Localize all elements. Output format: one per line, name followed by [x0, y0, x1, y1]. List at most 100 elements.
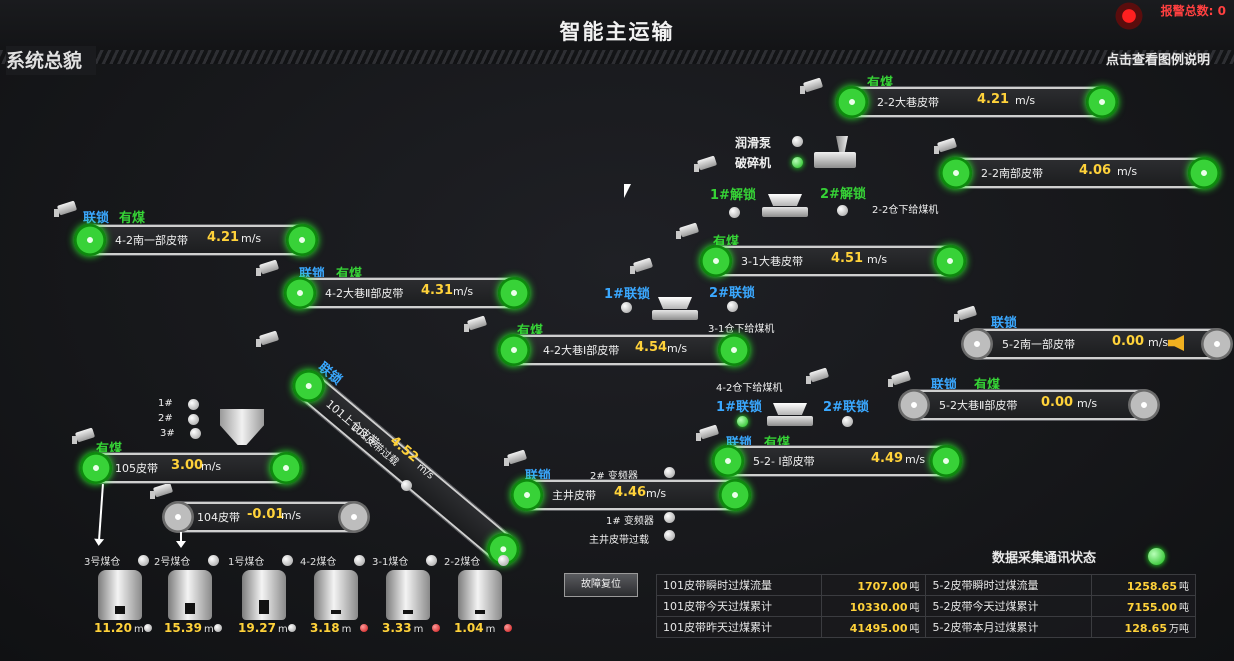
belt-main-shaft[interactable]: 主井皮带 4.46 m/s [511, 479, 751, 511]
silo-icon[interactable] [458, 570, 502, 620]
silo-indicator [208, 555, 219, 566]
page-title: 智能主运输 [559, 20, 675, 44]
silo-level [185, 603, 195, 614]
feeder-2-2-icon[interactable] [762, 194, 808, 220]
camera-icon[interactable] [934, 140, 956, 154]
silo-alarm-indicator [144, 624, 152, 632]
comm-status-label: 数据采集通讯状态 [992, 551, 1097, 566]
vfd-1-label: 1# 变频器 [606, 516, 654, 527]
crusher-icon[interactable] [814, 136, 856, 170]
belt-3-1-main[interactable]: 3-1大巷皮带 4.51 m/s [700, 245, 966, 277]
belt-speed: 4.51 [831, 251, 864, 266]
camera-icon[interactable] [256, 333, 278, 347]
roller-icon [162, 501, 194, 533]
silo-icon[interactable] [98, 570, 142, 620]
b101-overload-indicator [401, 480, 412, 491]
belt-5-2-main-2[interactable]: 5-2大巷Ⅱ部皮带 0.00 m/s [898, 389, 1160, 421]
interlock-label: 联锁 [83, 211, 110, 226]
camera-icon[interactable] [806, 370, 828, 384]
silo-alarm-indicator [214, 624, 222, 632]
silo-icon[interactable] [168, 570, 212, 620]
feeder-4-2-icon[interactable] [767, 403, 813, 429]
silo-indicator [282, 555, 293, 566]
mouse-cursor-icon [624, 184, 631, 198]
fault-reset-button[interactable]: 故障复位 [564, 573, 638, 597]
roller-icon [898, 389, 930, 421]
belt-speed: 4.21 [977, 92, 1010, 107]
belt-speed: 4.46 [614, 485, 647, 500]
silo-icon[interactable] [386, 570, 430, 620]
flow-arrow [98, 483, 104, 541]
stat-label: 101皮带昨天过煤累计 [655, 616, 823, 638]
belt-5-2-south[interactable]: 5-2南一部皮带 0.00 m/s [961, 328, 1233, 360]
silo-level [115, 606, 125, 614]
roller-icon [934, 245, 966, 277]
silo-alarm-indicator [288, 624, 296, 632]
camera-icon[interactable] [504, 452, 526, 466]
camera-icon[interactable] [630, 260, 652, 274]
roller-icon [80, 452, 112, 484]
roller-icon [270, 452, 302, 484]
belt-speed: 0.00 [1112, 334, 1145, 349]
belt-4-2-main-2[interactable]: 4-2大巷Ⅱ部皮带 4.31 m/s [284, 277, 530, 309]
legend-link[interactable]: 点击查看图例说明 [1105, 53, 1210, 68]
camera-icon[interactable] [72, 430, 94, 444]
roller-icon [930, 445, 962, 477]
roller-icon [284, 277, 316, 309]
belt-101[interactable]: 101上仓皮带 [286, 363, 526, 572]
belt-5-2-1[interactable]: 5-2- Ⅰ部皮带 4.49 m/s [712, 445, 962, 477]
hopper-icon[interactable] [220, 409, 264, 445]
silo-name: 4-2煤仓 [300, 557, 337, 568]
roller-icon [498, 334, 530, 366]
roller-icon [700, 245, 732, 277]
camera-icon[interactable] [256, 262, 278, 276]
crusher-label: 破碎机 [735, 156, 772, 170]
silo-level [259, 600, 269, 614]
stat-label: 5-2皮带本月过煤累计 [925, 616, 1092, 638]
feeder-3-1-icon[interactable] [652, 297, 698, 323]
silo-indicator [426, 555, 437, 566]
camera-icon[interactable] [954, 308, 976, 322]
vfd-1-indicator [664, 512, 675, 523]
alarm-count[interactable]: 报警总数: 0 [1160, 4, 1226, 18]
camera-icon[interactable] [800, 80, 822, 94]
camera-icon[interactable] [676, 225, 698, 239]
feeder-1-indicator [737, 416, 748, 427]
feeder-2-indicator [842, 416, 853, 427]
belt-2-2-south[interactable]: 2-2南部皮带 4.06 m/s [940, 157, 1220, 189]
belt-speed: 4.49 [871, 451, 904, 466]
camera-icon[interactable] [694, 158, 716, 172]
feeder-1-indicator [621, 302, 632, 313]
silo-icon[interactable] [242, 570, 286, 620]
flow-arrow [176, 532, 186, 548]
feeder-3-1-label: 3-1仓下给煤机 [708, 324, 775, 335]
camera-icon[interactable] [888, 373, 910, 387]
camera-icon[interactable] [150, 485, 172, 499]
stat-label: 5-2皮带今天过煤累计 [925, 595, 1092, 617]
silo-indicator [498, 555, 509, 566]
roller-icon [836, 86, 868, 118]
hopper-2-label: 2# [158, 413, 173, 424]
section-title: 系统总貌 [6, 46, 97, 75]
unlock-1-label: 1#解锁 [710, 188, 756, 203]
belt-speed: 0.00 [1041, 395, 1074, 410]
belt-4-2-main-1[interactable]: 4-2大巷Ⅰ部皮带 4.54 m/s [498, 334, 750, 366]
silo-name: 3-1煤仓 [372, 557, 409, 568]
alarm-light-icon[interactable] [1112, 2, 1146, 30]
camera-icon[interactable] [54, 203, 76, 217]
belt-4-2-south[interactable]: 4-2南一部皮带 4.21 m/s [74, 224, 318, 256]
belt-105[interactable]: 105皮带 3.00 m/s [80, 452, 302, 484]
silo-level [475, 610, 485, 614]
camera-icon[interactable] [696, 427, 718, 441]
belt-104[interactable]: 104皮带 -0.01 m/s [162, 501, 370, 533]
silo-icon[interactable] [314, 570, 358, 620]
belt-2-2-main[interactable]: 2-2大巷皮带 4.21 m/s [836, 86, 1118, 118]
header-bar: 智能主运输 系统总貌 报警总数: 0 点击查看图例说明 [0, 0, 1234, 75]
camera-icon[interactable] [464, 318, 486, 332]
unlock-2-label: 2#解锁 [820, 187, 866, 202]
lube-pump-indicator [792, 136, 803, 147]
silo-level [331, 610, 341, 614]
